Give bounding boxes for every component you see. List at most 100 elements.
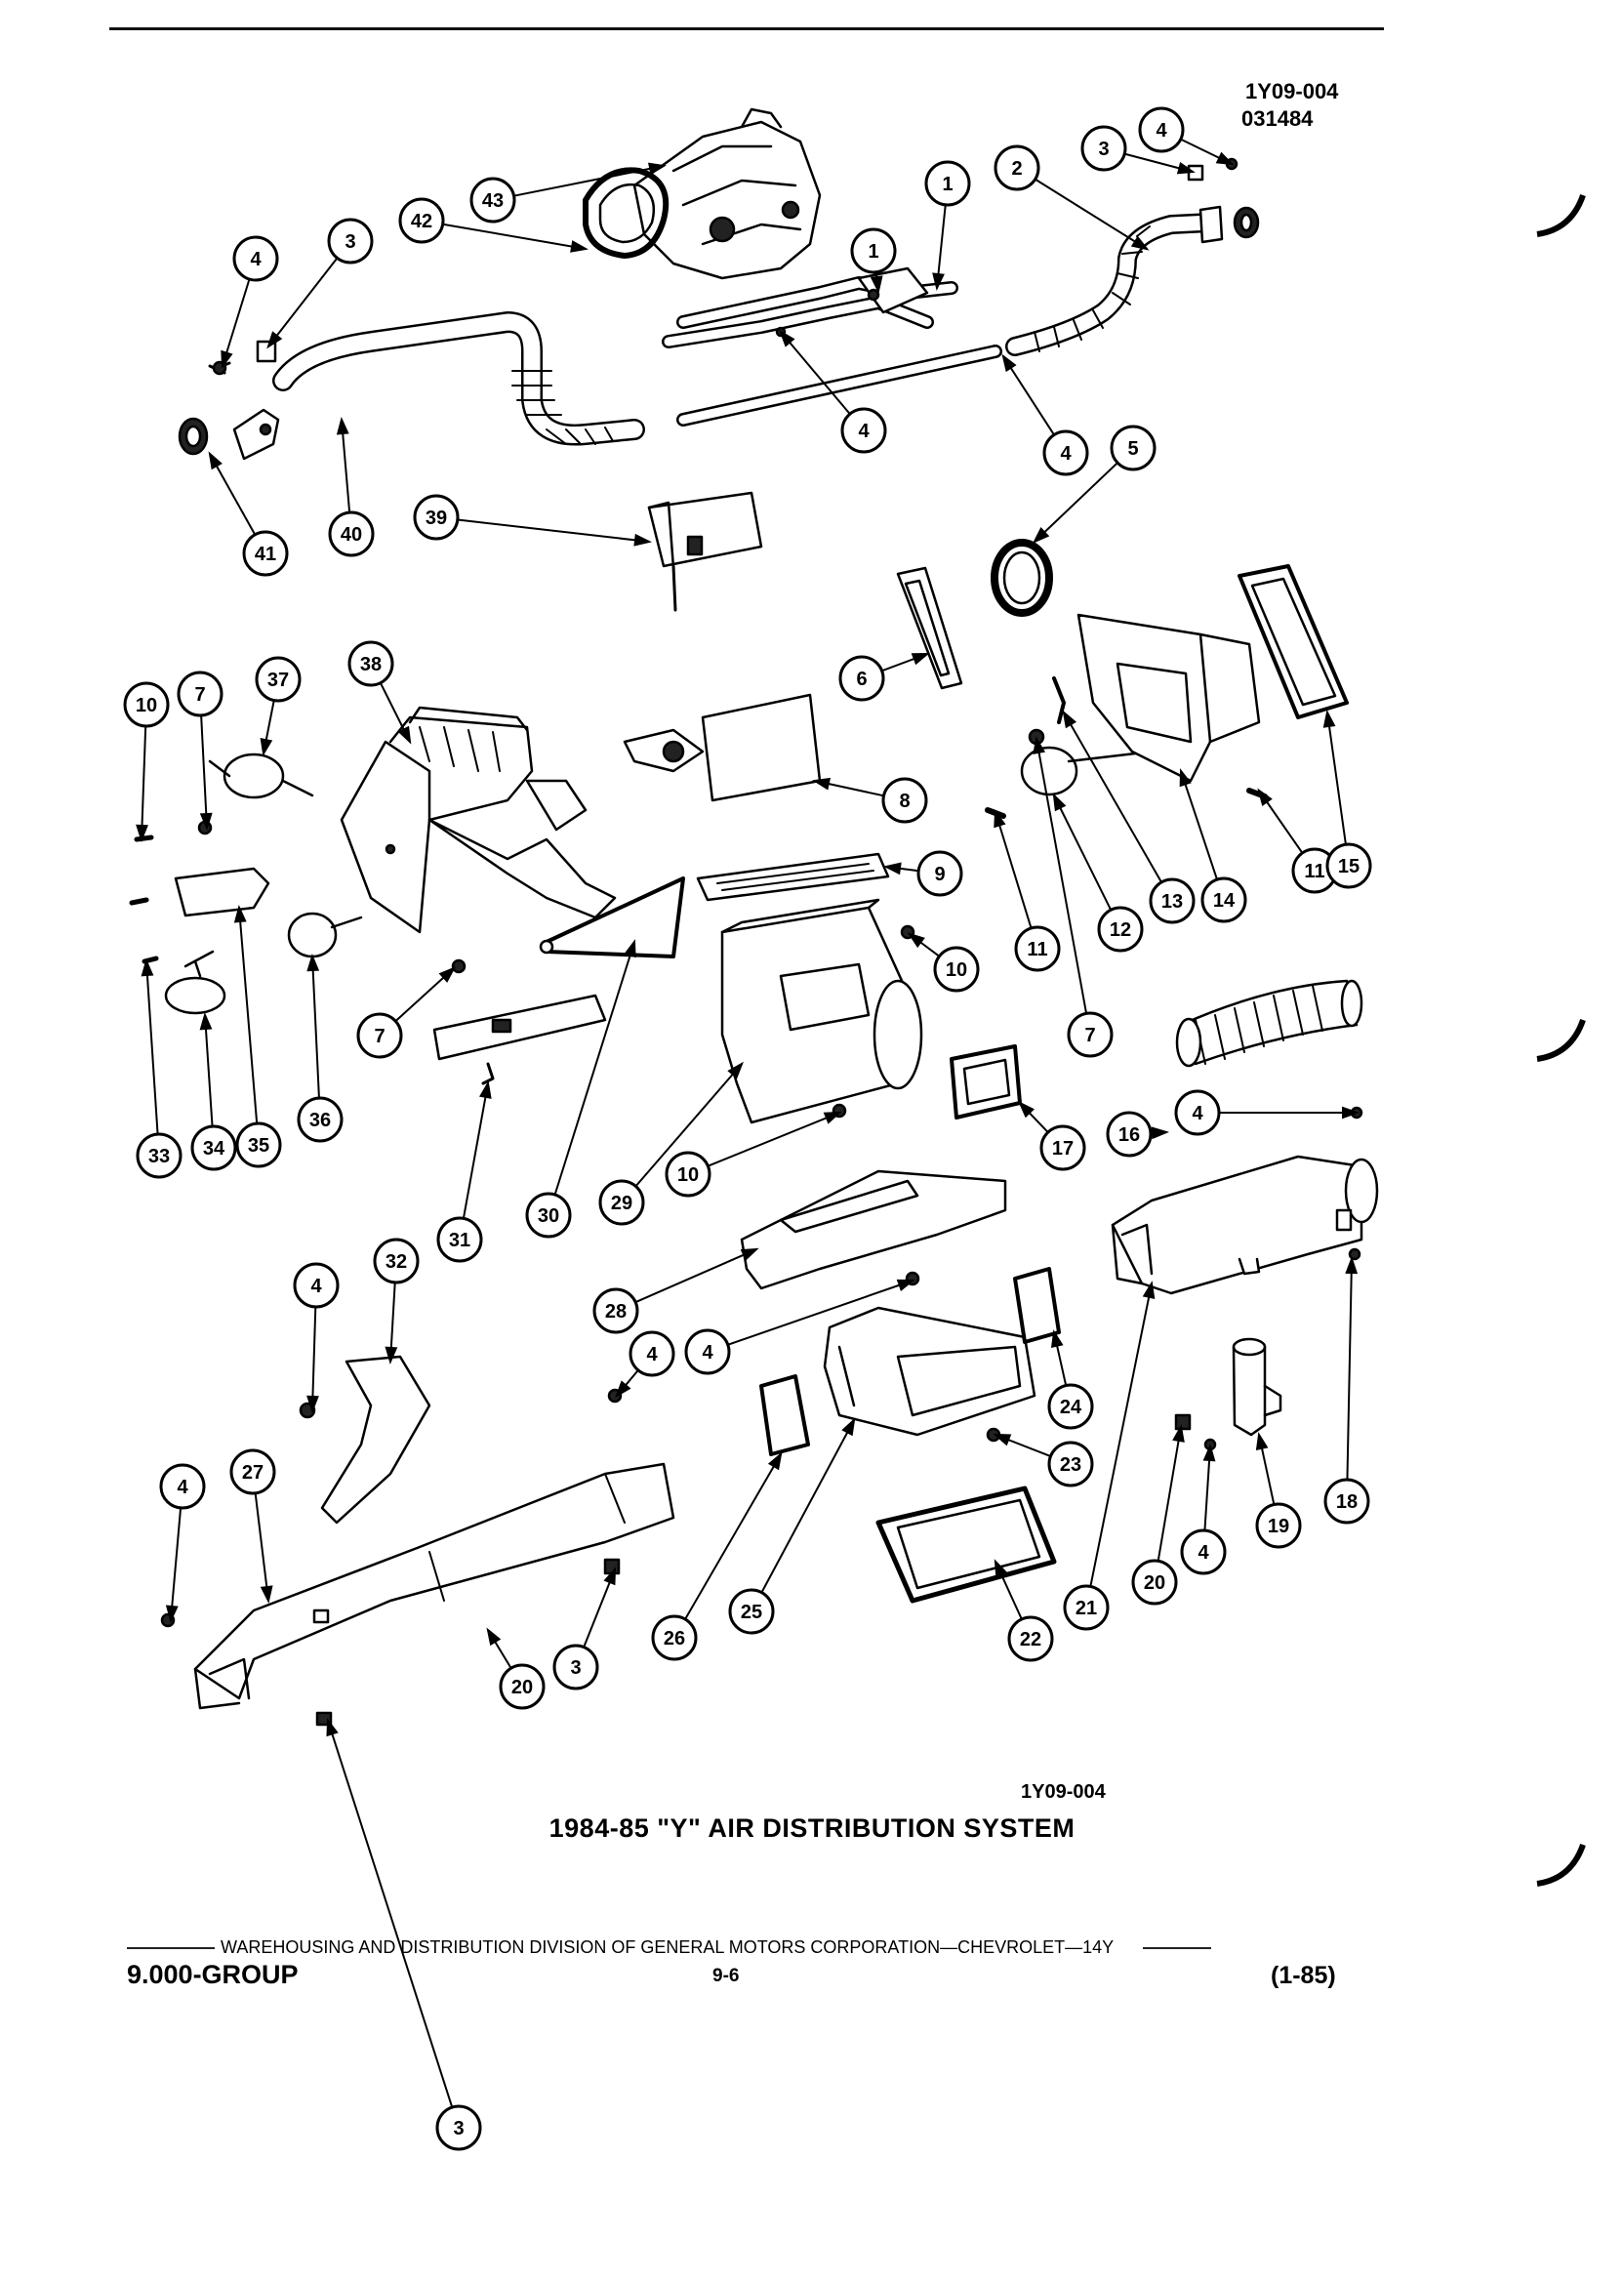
grommet-part xyxy=(178,408,280,461)
callout-29: 29 xyxy=(598,1179,645,1226)
callout-3: 3 xyxy=(1080,125,1127,172)
callout-number: 8 xyxy=(899,791,910,812)
leader-line xyxy=(634,1248,757,1304)
vacuum-actuator-part xyxy=(164,950,226,1015)
callout-circle xyxy=(933,946,980,993)
callout-number: 30 xyxy=(538,1205,559,1227)
upper-duct-assembly-part xyxy=(340,706,617,934)
callout-number: 40 xyxy=(341,524,362,546)
callout-27: 27 xyxy=(229,1448,276,1495)
callout-number: 19 xyxy=(1268,1516,1289,1537)
leader-arrowhead xyxy=(1255,1432,1269,1451)
leader-arrowhead xyxy=(1062,710,1077,729)
heater-hose-left-part xyxy=(272,311,645,446)
figure-code-bottom: 1Y09-004 xyxy=(1021,1781,1106,1803)
callout-circle xyxy=(1067,1011,1114,1058)
leader-arrowhead xyxy=(336,417,349,435)
figure-caption: 1984-85 "Y" AIR DISTRIBUTION SYSTEM xyxy=(548,1813,1076,1843)
leader-line xyxy=(727,1280,914,1346)
leader-line xyxy=(457,518,650,543)
callout-24: 24 xyxy=(1047,1383,1094,1430)
callout-circle xyxy=(1325,842,1372,889)
callout-circle xyxy=(651,1614,698,1661)
footer-dash xyxy=(1143,1947,1212,1950)
leader-line xyxy=(145,960,159,1135)
callout-5: 5 xyxy=(1110,425,1157,471)
distributor-duct-part xyxy=(823,1306,1036,1443)
callout-circle xyxy=(1007,1615,1054,1662)
callout-34: 34 xyxy=(190,1124,237,1171)
leader-arrowhead xyxy=(233,905,247,923)
callout-12: 12 xyxy=(1097,906,1144,953)
revision-date: (1-85) xyxy=(1271,1962,1336,1989)
callout-circle xyxy=(435,2104,482,2151)
top-rule xyxy=(109,27,1384,30)
callout-number: 4 xyxy=(250,249,262,270)
callout-43: 43 xyxy=(469,177,516,224)
callout-circle xyxy=(499,1663,546,1710)
callout-22: 22 xyxy=(1007,1615,1054,1662)
callout-31: 31 xyxy=(436,1216,483,1263)
callout-20: 20 xyxy=(499,1663,546,1710)
callout-number: 11 xyxy=(1027,939,1047,960)
leader-arrowhead xyxy=(1176,161,1196,175)
callout-number: 31 xyxy=(449,1230,470,1251)
callout-number: 4 xyxy=(646,1344,658,1365)
callout-1: 1 xyxy=(924,160,971,207)
callout-circle xyxy=(728,1588,775,1635)
blower-housing-part xyxy=(632,107,822,280)
leader-arrowhead xyxy=(994,1559,1008,1578)
leader-arrowhead xyxy=(1345,1256,1359,1275)
leader-arrowhead xyxy=(823,1111,842,1124)
vacuum-valve-part xyxy=(647,491,763,612)
callout-10: 10 xyxy=(665,1151,711,1198)
leader-line xyxy=(513,165,665,197)
callout-number: 14 xyxy=(1213,890,1236,912)
callout-3: 3 xyxy=(327,218,374,265)
leader-line xyxy=(462,1082,489,1219)
callout-number: 23 xyxy=(1060,1454,1081,1476)
leader-arrowhead xyxy=(266,331,283,349)
callout-circle xyxy=(293,1262,340,1309)
callout-38: 38 xyxy=(347,640,394,687)
callout-4: 4 xyxy=(629,1330,675,1377)
callout-number: 18 xyxy=(1336,1491,1358,1513)
callout-number: 4 xyxy=(702,1342,713,1364)
callout-33: 33 xyxy=(136,1132,183,1179)
leader-line xyxy=(204,1014,214,1127)
callout-number: 39 xyxy=(426,508,447,529)
leader-arrowhead xyxy=(438,966,457,983)
callout-14: 14 xyxy=(1200,876,1247,923)
footer-publisher: WAREHOUSING AND DISTRIBUTION DIVISION OF… xyxy=(221,1937,1115,1957)
duct-seal-part xyxy=(759,1374,810,1456)
callout-number: 1 xyxy=(868,241,878,263)
duct-seal-part xyxy=(875,1486,1057,1604)
callout-number: 17 xyxy=(1052,1138,1074,1160)
callout-number: 34 xyxy=(203,1138,225,1160)
heater-pipes-part xyxy=(662,266,1002,427)
callout-number: 15 xyxy=(1338,856,1360,877)
callout-circle xyxy=(469,177,516,224)
screw-set-part xyxy=(129,835,915,974)
leader-arrowhead xyxy=(165,1605,179,1623)
callout-circle xyxy=(1097,906,1144,953)
callout-number: 10 xyxy=(677,1164,699,1186)
leader-arrowhead xyxy=(603,1567,617,1586)
leader-arrowhead xyxy=(740,1247,759,1261)
callout-circle xyxy=(840,407,887,454)
callout-25: 25 xyxy=(728,1588,775,1635)
callout-number: 4 xyxy=(1192,1103,1203,1124)
leader-arrowhead xyxy=(1172,1424,1185,1443)
callout-number: 22 xyxy=(1020,1629,1041,1650)
leader-arrowhead xyxy=(1179,768,1192,788)
leader-arrowhead xyxy=(326,1718,339,1737)
callout-circle xyxy=(398,197,445,244)
callout-number: 27 xyxy=(242,1462,264,1484)
leader-line xyxy=(684,1453,782,1620)
bracket-part xyxy=(299,1355,431,1525)
leader-arrowhead xyxy=(260,1585,273,1604)
callout-13: 13 xyxy=(1149,877,1196,924)
callout-10: 10 xyxy=(933,946,980,993)
callout-number: 36 xyxy=(309,1110,331,1131)
